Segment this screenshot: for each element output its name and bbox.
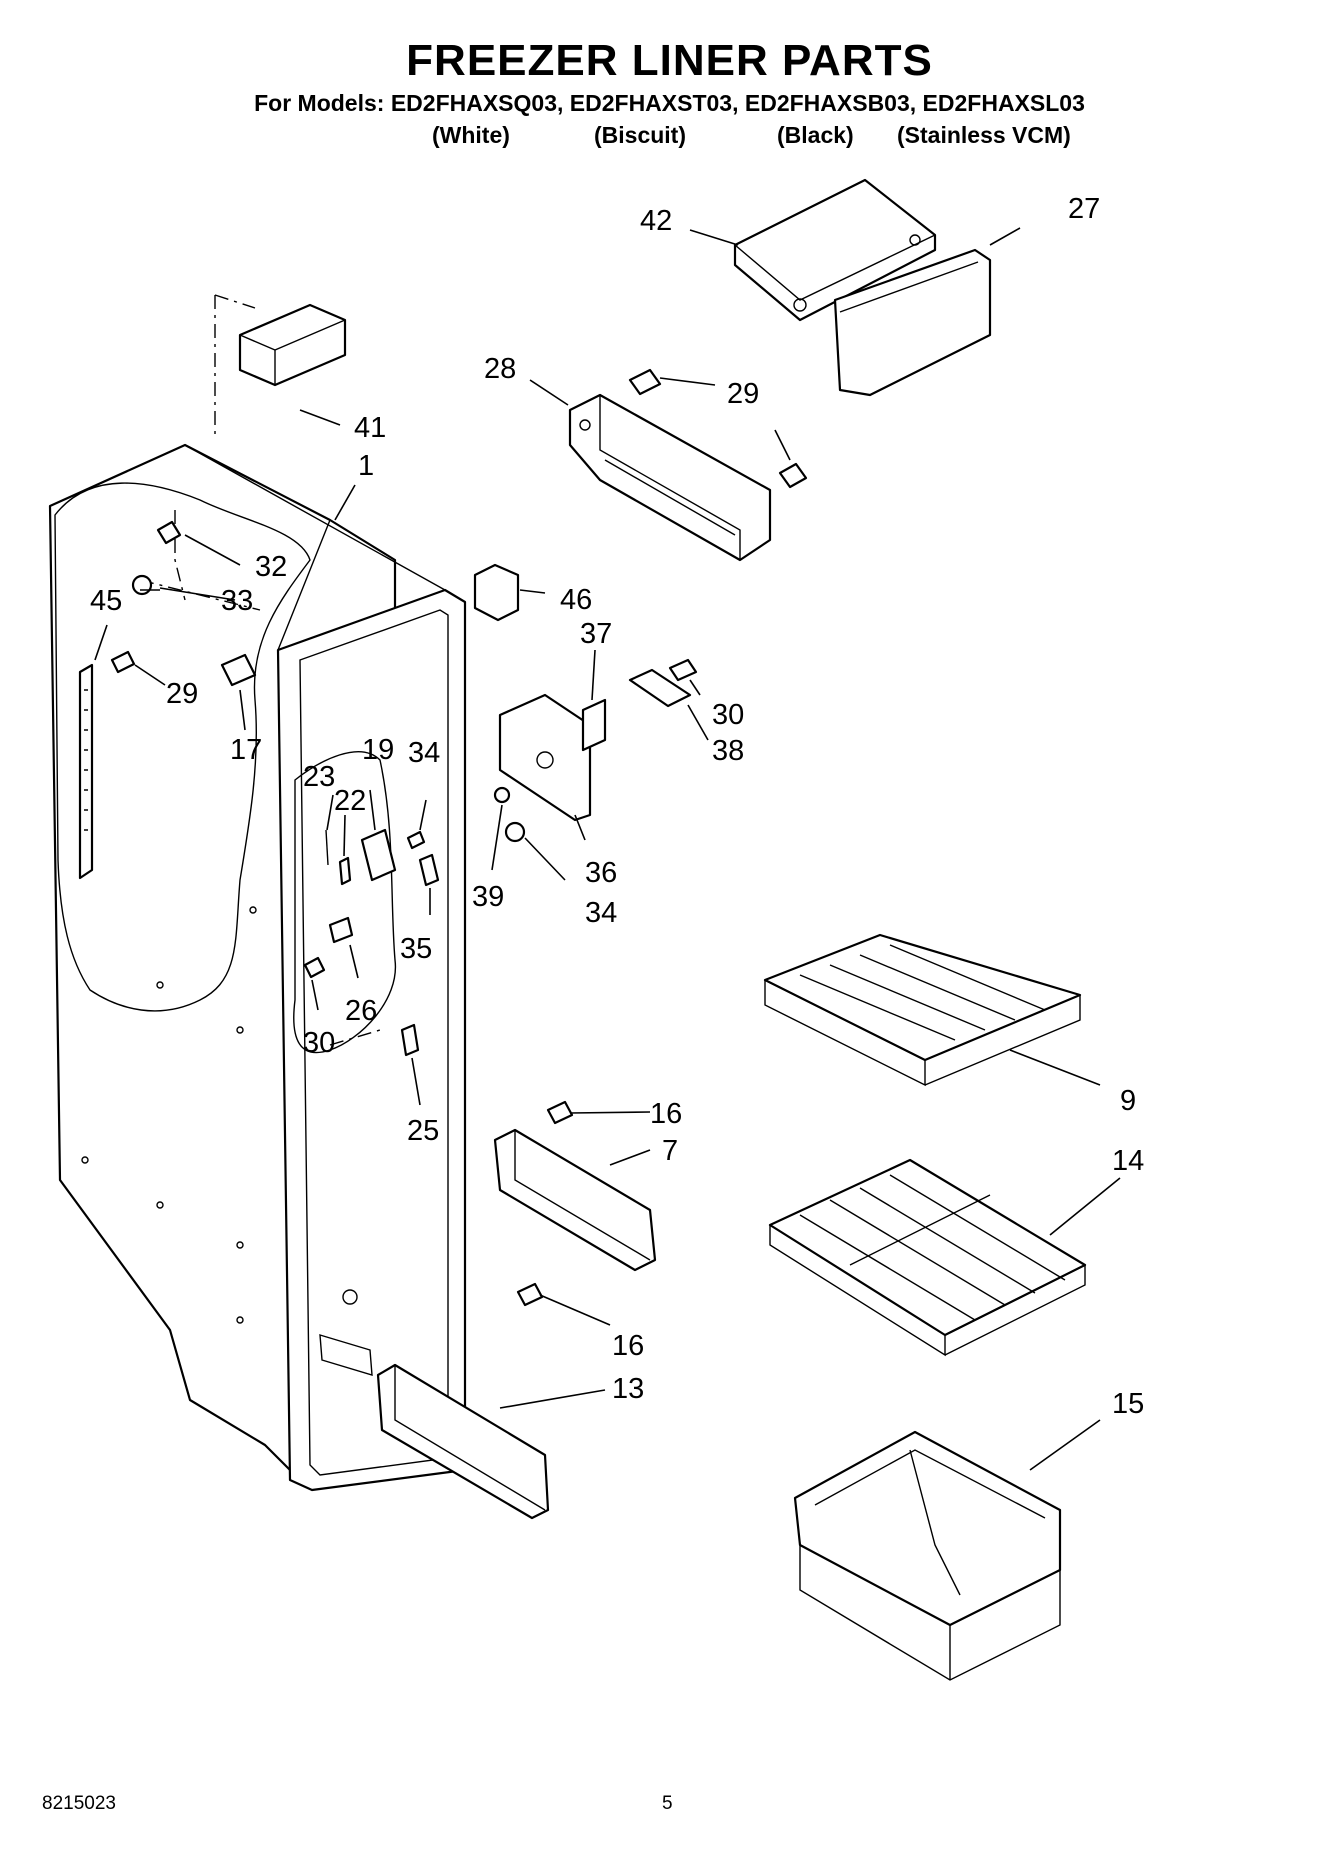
part-42-shape [733, 178, 937, 322]
part-32-shape [156, 520, 182, 545]
callout-9: 9 [1120, 1085, 1136, 1117]
part-35-shape [418, 853, 440, 887]
callout-29-left: 29 [166, 678, 198, 710]
color-black-label: (Black) [777, 122, 854, 148]
callout-34-left: 34 [408, 737, 440, 769]
callout-33: 33 [221, 585, 253, 617]
part-22-shape [338, 856, 352, 886]
callout-26: 26 [345, 995, 377, 1027]
part-41-shape [238, 303, 347, 387]
leader-lines [94, 227, 1121, 1471]
part-39-shape [493, 786, 511, 804]
screw-16-top [546, 1100, 574, 1125]
part-17-shape [220, 653, 257, 687]
callout-45: 45 [90, 585, 122, 617]
screw-30-right [668, 658, 698, 682]
callout-42: 42 [640, 205, 672, 237]
part-36-housing [498, 693, 592, 822]
part-15-bin [793, 1430, 1062, 1681]
callout-46: 46 [560, 584, 592, 616]
part-25-shape [400, 1023, 420, 1057]
callout-25: 25 [407, 1115, 439, 1147]
callout-34-right: 34 [585, 897, 617, 929]
part-23-shape [325, 829, 329, 866]
callout-14: 14 [1112, 1145, 1144, 1177]
callout-30-right: 30 [712, 699, 744, 731]
callout-7: 7 [662, 1135, 678, 1167]
callout-38: 38 [712, 735, 744, 767]
part-13-shape [376, 1363, 550, 1520]
part-26-shape [328, 916, 354, 944]
screw-16-bottom [516, 1282, 544, 1307]
callout-30-left: 30 [303, 1027, 335, 1059]
color-stainless-label: (Stainless VCM) [897, 122, 1071, 148]
part-45-strip [78, 663, 94, 880]
callout-39: 39 [472, 881, 504, 913]
callout-15: 15 [1112, 1388, 1144, 1420]
part-14-shelf [768, 1158, 1087, 1357]
callout-22: 22 [334, 785, 366, 817]
callout-13: 13 [612, 1373, 644, 1405]
part-33-bulb [131, 574, 153, 596]
callout-32: 32 [255, 551, 287, 583]
page-title: FREEZER LINER PARTS [406, 36, 933, 85]
callout-16-bottom: 16 [612, 1330, 644, 1362]
color-white-label: (White) [432, 122, 510, 148]
callout-1: 1 [358, 450, 374, 482]
callout-29-top: 29 [727, 378, 759, 410]
part-7-shape [493, 1128, 657, 1272]
callout-36: 36 [585, 857, 617, 889]
part-38-shape [628, 668, 692, 708]
callout-23: 23 [303, 761, 335, 793]
part-9-shelf [763, 933, 1082, 1087]
callout-41: 41 [354, 412, 386, 444]
screw-34-left [406, 830, 426, 850]
screw-29-top [628, 368, 662, 396]
screw-29-mid [778, 462, 808, 489]
part-28-shape [568, 393, 772, 562]
callout-17: 17 [230, 734, 262, 766]
callout-37: 37 [580, 618, 612, 650]
screw-29-left [110, 650, 136, 674]
part-27-shape [833, 248, 992, 397]
color-biscuit-label: (Biscuit) [594, 122, 686, 148]
document-code: 8215023 [42, 1793, 116, 1814]
callout-35: 35 [400, 933, 432, 965]
screw-30-left [303, 956, 326, 979]
callout-27: 27 [1068, 193, 1100, 225]
part-46-shape [473, 563, 520, 622]
model-list: For Models: ED2FHAXSQ03, ED2FHAXST03, ED… [254, 90, 1085, 116]
screw-34-right [504, 821, 526, 843]
page-number: 5 [662, 1793, 673, 1814]
callout-28: 28 [484, 353, 516, 385]
part-37-shape [581, 698, 607, 752]
callout-19: 19 [362, 734, 394, 766]
callout-16-top: 16 [650, 1098, 682, 1130]
part-19-shape [360, 828, 397, 882]
